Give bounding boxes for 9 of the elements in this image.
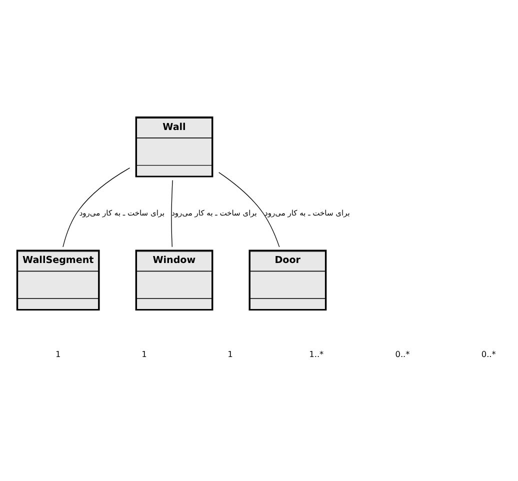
connector — [218, 172, 280, 248]
label: 1..* — [309, 349, 324, 360]
label: 1 — [55, 349, 61, 360]
label: 0..* — [481, 349, 496, 360]
label: 1 — [228, 349, 233, 360]
label: 1 — [142, 349, 147, 360]
label: 0..* — [395, 349, 410, 360]
connector — [171, 180, 173, 248]
connector — [62, 168, 130, 248]
